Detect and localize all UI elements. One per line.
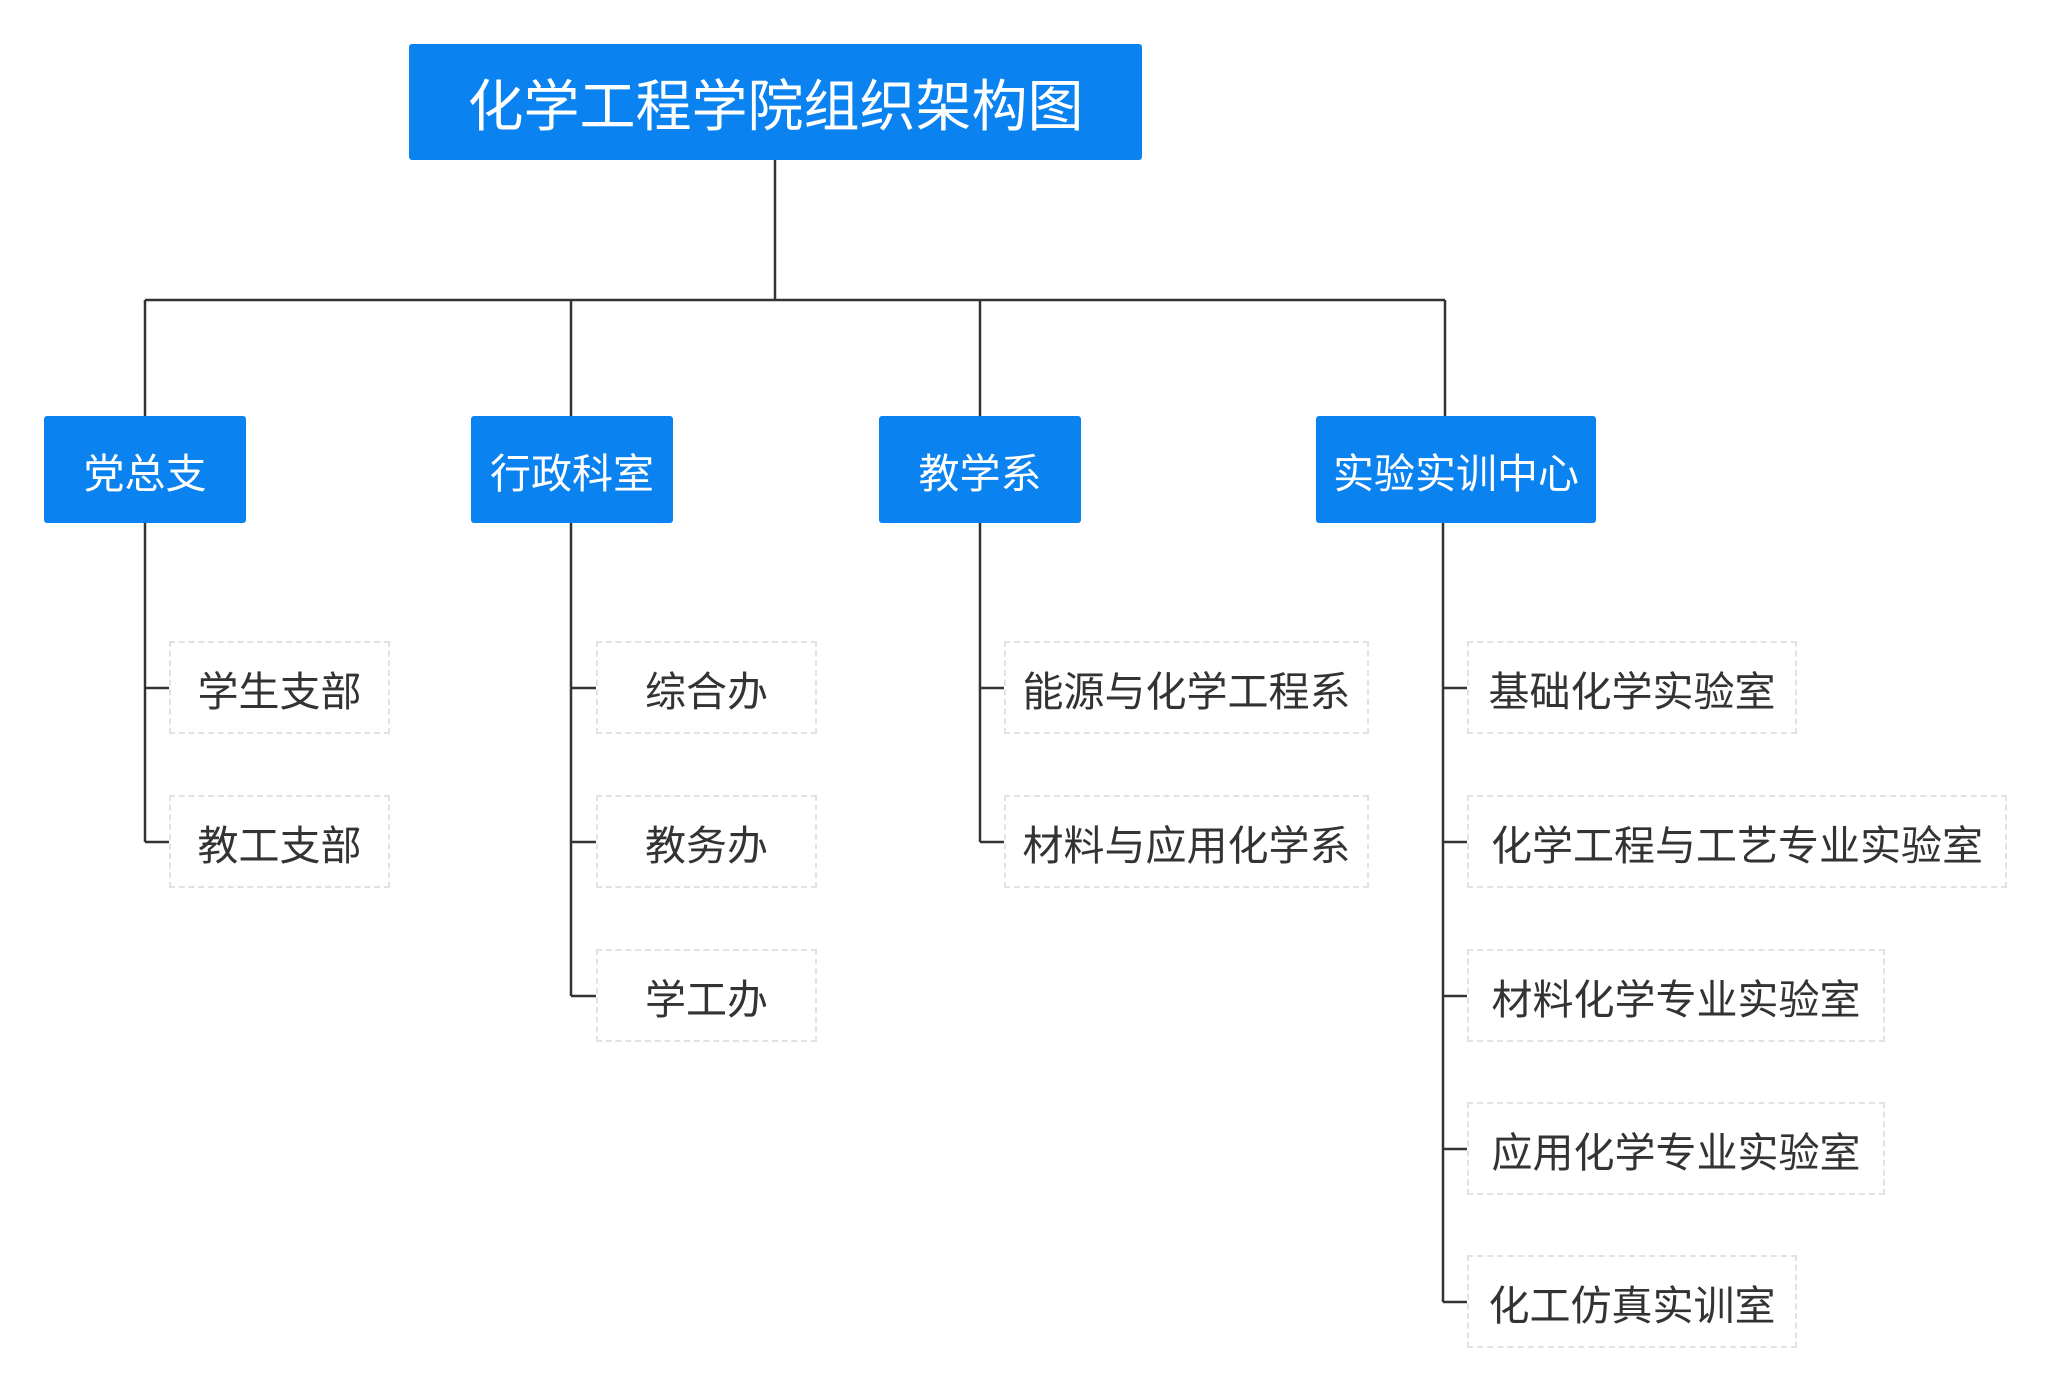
leaf-chem-eng-process-lab: 化学工程与工艺专业实验室 bbox=[1467, 795, 2007, 888]
leaf-student-affairs-office: 学工办 bbox=[596, 949, 817, 1042]
leaf-materials-applied-chem-dept: 材料与应用化学系 bbox=[1004, 795, 1369, 888]
category-party-branch: 党总支 bbox=[44, 416, 246, 523]
leaf-chem-simulation-lab: 化工仿真实训室 bbox=[1467, 1255, 1797, 1348]
leaf-staff-branch: 教工支部 bbox=[169, 795, 390, 888]
leaf-student-branch: 学生支部 bbox=[169, 641, 390, 734]
category-lab-center: 实验实训中心 bbox=[1316, 416, 1596, 523]
leaf-basic-chem-lab: 基础化学实验室 bbox=[1467, 641, 1797, 734]
leaf-academic-office: 教务办 bbox=[596, 795, 817, 888]
leaf-general-office: 综合办 bbox=[596, 641, 817, 734]
leaf-materials-chem-lab: 材料化学专业实验室 bbox=[1467, 949, 1885, 1042]
leaf-energy-chem-eng-dept: 能源与化学工程系 bbox=[1004, 641, 1369, 734]
leaf-applied-chem-lab: 应用化学专业实验室 bbox=[1467, 1102, 1885, 1195]
category-admin-office: 行政科室 bbox=[471, 416, 673, 523]
category-teaching-dept: 教学系 bbox=[879, 416, 1081, 523]
root-node: 化学工程学院组织架构图 bbox=[409, 44, 1142, 160]
